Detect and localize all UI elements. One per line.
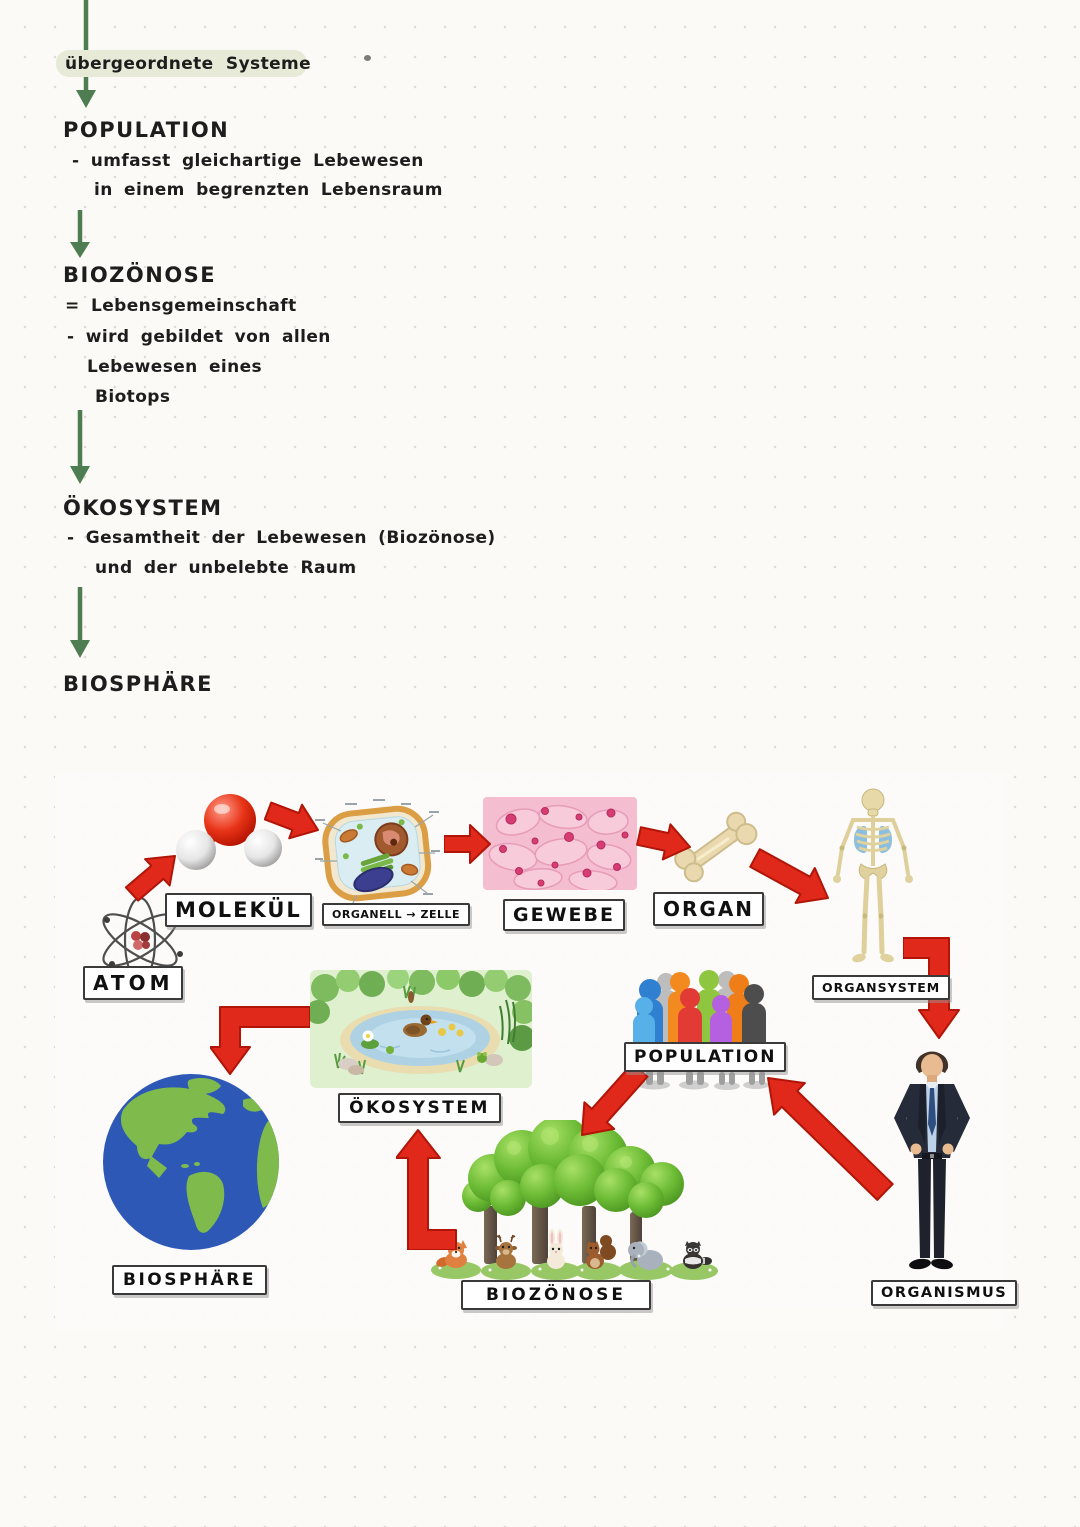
- note-line: = Lebensgemeinschaft: [65, 296, 297, 316]
- man-in-suit-icon: [894, 1051, 970, 1270]
- note-line: und der unbelebte Raum: [95, 558, 357, 578]
- section-title-biozoenose: BIOZÖNOSE: [63, 263, 217, 287]
- skeleton-icon: [833, 788, 913, 963]
- pond-icon: [310, 970, 532, 1088]
- green-down-arrow: [70, 210, 90, 258]
- note-line: - umfasst gleichartige Lebewesen: [72, 151, 424, 171]
- arrow-atom-to-molekuel: [124, 855, 176, 902]
- deer: [495, 1234, 517, 1269]
- label-population: POPULATION: [624, 1042, 787, 1072]
- section-title-biosphaere: BIOSPHÄRE: [63, 672, 214, 696]
- bone-icon: [674, 811, 758, 883]
- note-line: Lebewesen eines: [87, 357, 263, 377]
- elephant: [628, 1241, 663, 1270]
- label-organ: ORGAN: [653, 892, 765, 926]
- arrow-biozoenose-to-oekosystem: [396, 1129, 457, 1250]
- arrow-molekuel-to-zelle: [264, 801, 319, 840]
- tissue-icon: [483, 797, 637, 890]
- water-molecule-icon: [176, 794, 282, 870]
- label-oekosystem: ÖKOSYSTEM: [338, 1093, 501, 1123]
- forest-animals-icon: [431, 1120, 718, 1280]
- label-biozoenose: BIOZÖNOSE: [461, 1280, 651, 1310]
- arrow-gewebe-to-organ: [636, 823, 691, 861]
- label-biosphaere: BIOSPHÄRE: [112, 1265, 267, 1295]
- raccoon: [683, 1241, 712, 1269]
- label-atom: ATOM: [83, 966, 184, 1000]
- label-gewebe: GEWEBE: [503, 899, 625, 931]
- section-title-oekosystem: ÖKOSYSTEM: [63, 496, 223, 520]
- arrow-organ-to-organsystem: [749, 848, 829, 904]
- ink-dot: [364, 55, 371, 61]
- image-backing: [558, 1308, 990, 1392]
- plant-cell-icon: [315, 799, 440, 914]
- label-organismus: ORGANISMUS: [871, 1280, 1018, 1306]
- earth-icon: [103, 1074, 279, 1250]
- fox: [436, 1240, 467, 1268]
- label-molekuel: MOLEKÜL: [165, 893, 312, 927]
- arrow-organismus-to-population: [767, 1077, 894, 1201]
- highlighted-heading: übergeordnete Systeme: [56, 50, 311, 77]
- squirrel: [586, 1235, 616, 1269]
- note-line: - wird gebildet von allen: [67, 327, 331, 347]
- section-title-population: POPULATION: [63, 118, 230, 142]
- note-line: - Gesamtheit der Lebewesen (Biozönose): [67, 528, 496, 548]
- rabbit: [547, 1229, 565, 1269]
- arrow-oekosystem-to-biosphaere: [210, 1006, 310, 1075]
- arrow-zelle-to-gewebe: [444, 824, 491, 864]
- label-organsystem: ORGANSYSTEM: [812, 975, 951, 1000]
- note-line: in einem begrenzten Lebensraum: [94, 180, 443, 200]
- arrow-population-to-biozoenose: [581, 1062, 649, 1136]
- green-down-arrow: [70, 587, 90, 658]
- green-down-arrow: [70, 410, 90, 484]
- label-organell-zelle: ORGANELL → ZELLE: [322, 903, 471, 926]
- note-line: Biotops: [95, 387, 171, 407]
